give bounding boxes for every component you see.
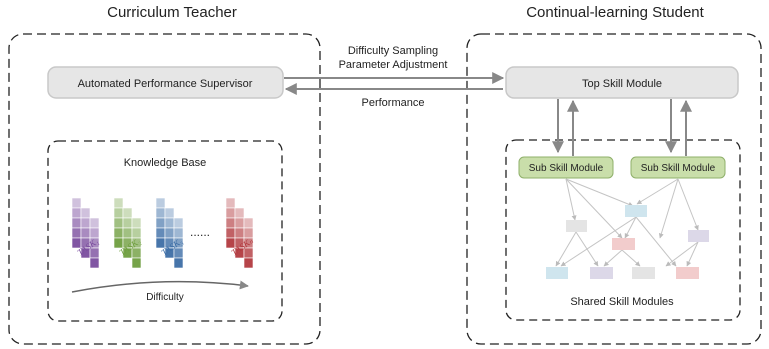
skill-network-edges bbox=[555, 178, 699, 267]
shared-skills-box bbox=[505, 139, 741, 321]
shared-skills-label: Shared Skill Modules bbox=[570, 296, 674, 308]
knowledge-base-box bbox=[47, 140, 283, 322]
supervisor-module bbox=[47, 66, 284, 99]
forward-label-2: Parameter Adjustment bbox=[339, 59, 448, 71]
backward-label: Performance bbox=[362, 97, 425, 109]
teacher-title: Curriculum Teacher bbox=[107, 4, 237, 21]
teacher-box bbox=[8, 33, 321, 345]
skill-node-blue-1 bbox=[625, 205, 647, 217]
skill-node-purple-1 bbox=[688, 230, 709, 242]
skill-node-blue-2 bbox=[546, 267, 568, 279]
difficulty-arrow bbox=[71, 280, 249, 293]
student-box bbox=[466, 33, 762, 345]
supervisor-label: Automated Performance Supervisor bbox=[78, 78, 253, 90]
skill-node-gray-1 bbox=[566, 220, 587, 232]
difficulty-label: Difficulty bbox=[146, 292, 184, 303]
knowledge-base-title: Knowledge Base bbox=[124, 157, 207, 169]
sub-skill-module-2 bbox=[630, 156, 726, 179]
top-skill-module bbox=[505, 66, 739, 99]
skill-node-gray-2 bbox=[632, 267, 655, 279]
task-stack-1: TASK₁ bbox=[71, 197, 100, 269]
task-stack-2: TASK₂ bbox=[113, 197, 142, 269]
top-skill-label: Top Skill Module bbox=[582, 78, 662, 90]
student-title: Continual-learning Student bbox=[526, 4, 704, 21]
task-stack-4: TASKₙ bbox=[225, 197, 255, 269]
skill-node-red-1 bbox=[612, 238, 635, 250]
sub-skill-label-2: Sub Skill Module bbox=[641, 163, 716, 174]
skill-node-purple-2 bbox=[590, 267, 613, 279]
sub-skill-module-1 bbox=[518, 156, 614, 179]
task-stack-3: TASK₃ bbox=[155, 197, 184, 269]
forward-label-1: Difficulty Sampling bbox=[348, 45, 438, 57]
sub-skill-label-1: Sub Skill Module bbox=[529, 163, 604, 174]
task-stacks: TASK₁ TASK₂ TASK₃ TASKₙ bbox=[71, 197, 255, 269]
skill-node-red-2 bbox=[676, 267, 699, 279]
ellipsis: ...... bbox=[190, 225, 210, 239]
